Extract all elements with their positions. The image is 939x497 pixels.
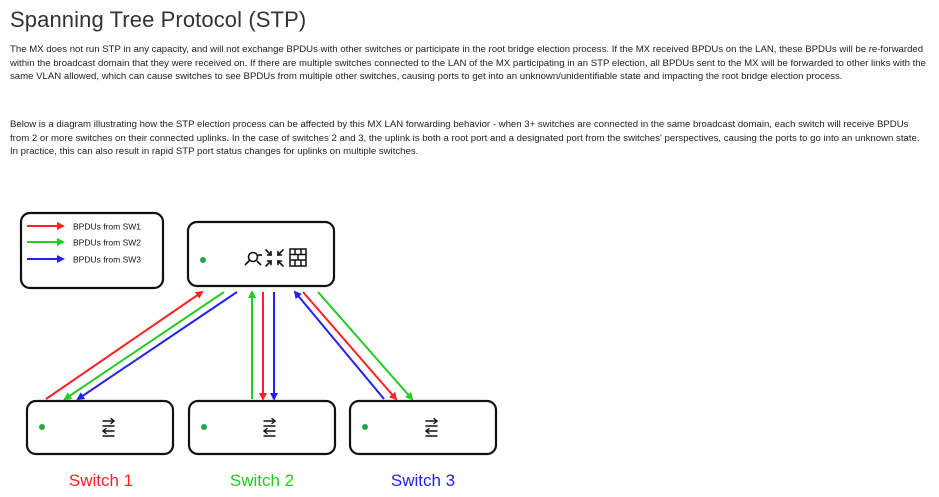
legend-label-sw1: BPDUs from SW1 (73, 222, 141, 232)
diagram-description-paragraph: Below is a diagram illustrating how the … (10, 119, 920, 158)
intro-paragraph: The MX does not run STP in any capacity,… (10, 44, 926, 83)
legend: BPDUs from SW1 BPDUs from SW2 BPDUs from… (19, 211, 165, 290)
mx-appliance (186, 220, 336, 288)
page-title: Spanning Tree Protocol (STP) (10, 7, 307, 32)
links-switch1 (45, 290, 238, 401)
switch-arrows-icon (101, 417, 116, 437)
switch-arrows-icon (424, 417, 439, 437)
legend-label-sw2: BPDUs from SW2 (73, 238, 141, 248)
legend-item-sw3: BPDUs from SW3 (27, 255, 141, 265)
legend-label-sw3: BPDUs from SW3 (73, 255, 141, 265)
switch3-status-led (362, 424, 368, 430)
switch-2 (187, 399, 337, 456)
mx-magnifier-icon (244, 251, 262, 266)
mx-arrows-collapse-icon (265, 249, 284, 267)
mx-firewall-icon (289, 248, 307, 267)
legend-item-sw2: BPDUs from SW2 (27, 238, 141, 248)
switch-3 (348, 399, 498, 456)
switch2-label: Switch 2 (230, 471, 294, 490)
links-switch3 (293, 290, 414, 401)
switch-arrows-icon (262, 417, 277, 437)
legend-item-sw1: BPDUs from SW1 (27, 222, 141, 232)
switch-1 (25, 399, 175, 456)
mx-status-led (200, 257, 206, 263)
links-switch2 (248, 290, 278, 401)
switch1-status-led (39, 424, 45, 430)
switch1-label: Switch 1 (69, 471, 133, 490)
switch3-label: Switch 3 (391, 471, 455, 490)
switch2-status-led (201, 424, 207, 430)
